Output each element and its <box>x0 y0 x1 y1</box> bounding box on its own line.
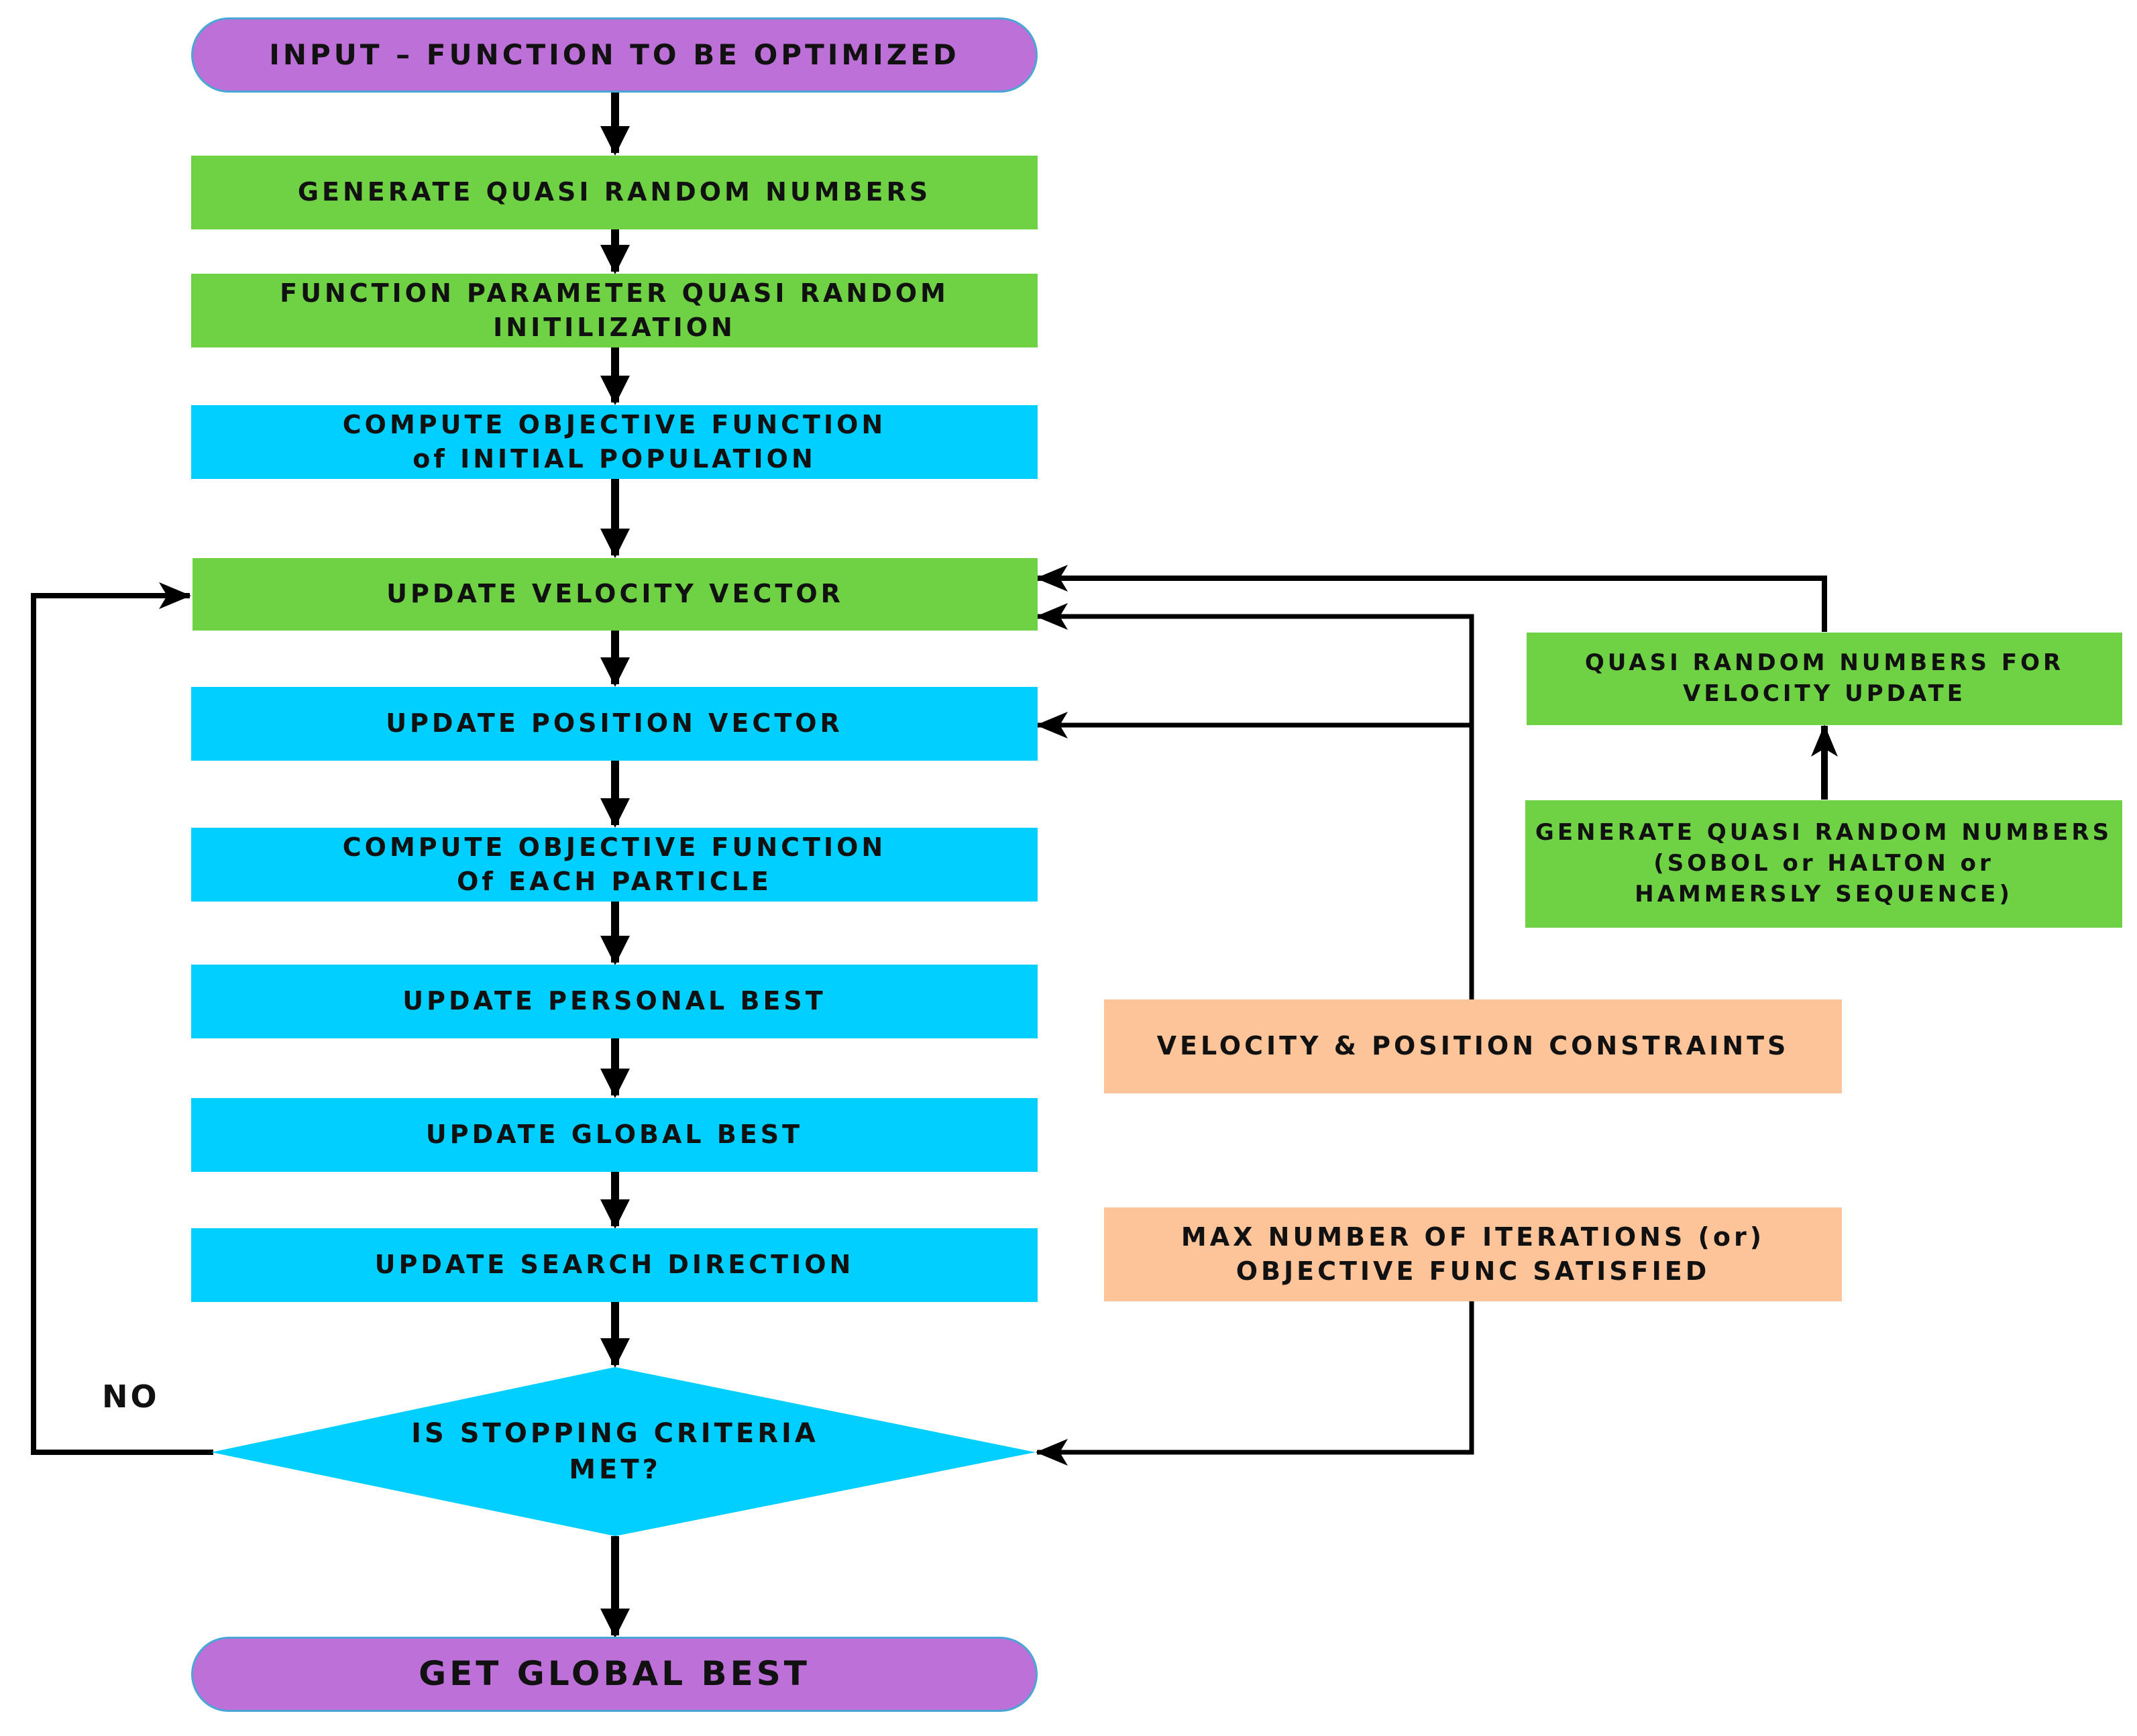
init-box: FUNCTION PARAMETER QUASI RANDOM INITILIZ… <box>191 274 1038 347</box>
update-search-box: UPDATE SEARCH DIRECTION <box>191 1228 1038 1302</box>
qrn-velocity-line1: QUASI RANDOM NUMBERS FOR <box>1584 649 2065 677</box>
update-global-label: UPDATE GLOBAL BEST <box>425 1120 804 1150</box>
max-iterations-line1: MAX NUMBER OF ITERATIONS (or) <box>1181 1222 1765 1252</box>
compute-each-line2: Of EACH PARTICLE <box>457 867 772 896</box>
compute-each-box: COMPUTE OBJECTIVE FUNCTION Of EACH PARTI… <box>191 828 1038 902</box>
generate-sequence-line3: HAMMERSLY SEQUENCE) <box>1635 880 2013 908</box>
init-label-line2: INITILIZATION <box>493 313 736 342</box>
arrow-qrn-to-velocity <box>1036 565 1827 632</box>
generate-sequence-line2: (SOBOL or HALTON or <box>1653 850 1994 877</box>
end-terminator: GET GLOBAL BEST <box>191 1637 1038 1712</box>
update-velocity-label: UPDATE VELOCITY VECTOR <box>386 579 844 609</box>
max-iterations-line2: OBJECTIVE FUNC SATISFIED <box>1236 1256 1710 1286</box>
update-global-box: UPDATE GLOBAL BEST <box>191 1098 1038 1172</box>
update-personal-label: UPDATE PERSONAL BEST <box>402 986 826 1016</box>
constraints-box: VELOCITY & POSITION CONSTRAINTS <box>1104 999 1842 1093</box>
init-label-line1: FUNCTION PARAMETER QUASI RANDOM <box>280 278 949 308</box>
qrn-velocity-line2: VELOCITY UPDATE <box>1683 680 1966 707</box>
generate-qrn-box: GENERATE QUASI RANDOM NUMBERS <box>191 156 1038 229</box>
start-terminator: INPUT – FUNCTION TO BE OPTIMIZED <box>191 17 1038 93</box>
arrow-no-loop <box>31 582 213 1455</box>
max-iterations-box: MAX NUMBER OF ITERATIONS (or) OBJECTIVE … <box>1104 1207 1842 1301</box>
constraints-label: VELOCITY & POSITION CONSTRAINTS <box>1156 1031 1790 1061</box>
compute-initial-line2: of INITIAL POPULATION <box>413 444 816 474</box>
update-position-box: UPDATE POSITION VECTOR <box>191 687 1038 761</box>
decision-line2: MET? <box>569 1454 661 1485</box>
update-search-label: UPDATE SEARCH DIRECTION <box>374 1250 855 1280</box>
generate-sequence-line1: GENERATE QUASI RANDOM NUMBERS <box>1535 819 2113 847</box>
generate-qrn-label: GENERATE QUASI RANDOM NUMBERS <box>297 177 932 207</box>
arrow-max-iterations-to-decision <box>1036 1301 1474 1466</box>
qrn-velocity-box: QUASI RANDOM NUMBERS FOR VELOCITY UPDATE <box>1527 633 2122 725</box>
compute-each-line1: COMPUTE OBJECTIVE FUNCTION <box>342 832 887 862</box>
end-label: GET GLOBAL BEST <box>419 1654 810 1694</box>
start-label: INPUT – FUNCTION TO BE OPTIMIZED <box>269 38 960 71</box>
arrow-constraints-to-velocity <box>1036 603 1474 999</box>
update-position-label: UPDATE POSITION VECTOR <box>386 708 843 739</box>
decision-label: IS STOPPING CRITERIA MET? <box>347 1415 883 1488</box>
update-velocity-box: UPDATE VELOCITY VECTOR <box>193 558 1038 631</box>
compute-initial-line1: COMPUTE OBJECTIVE FUNCTION <box>342 409 887 439</box>
decision-line1: IS STOPPING CRITERIA <box>411 1418 819 1449</box>
compute-initial-box: COMPUTE OBJECTIVE FUNCTION of INITIAL PO… <box>191 405 1038 479</box>
generate-sequence-box: GENERATE QUASI RANDOM NUMBERS (SOBOL or … <box>1525 800 2122 928</box>
update-personal-box: UPDATE PERSONAL BEST <box>191 965 1038 1038</box>
no-label: NO <box>102 1378 160 1415</box>
decision-diamond-shape <box>211 1367 1036 1536</box>
